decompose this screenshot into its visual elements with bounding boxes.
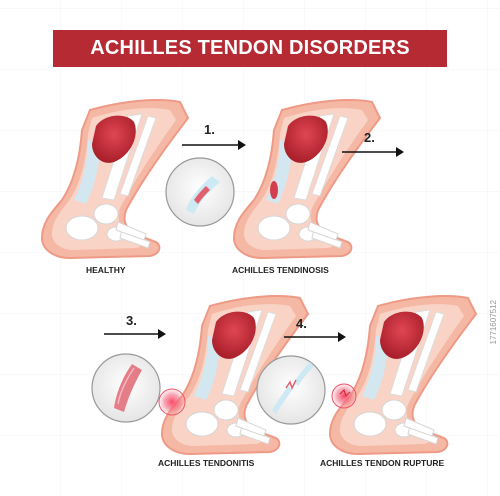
stock-image-id: 1771607512 (489, 300, 498, 345)
step-label-3: 3. (126, 313, 137, 328)
step-label-1: 1. (204, 122, 215, 137)
step-label-2: 2. (364, 130, 375, 145)
arrow-step-1 (182, 140, 246, 150)
zoom-circle-tendinosis (165, 157, 235, 227)
page-title: ACHILLES TENDON DISORDERS (90, 37, 410, 59)
step-label-4: 4. (296, 316, 307, 331)
caption-tendonitis: ACHILLES TENDONITIS (158, 458, 255, 468)
arrow-step-2 (342, 147, 404, 157)
arrow-step-3 (104, 329, 166, 339)
leg-tendonitis (158, 295, 309, 455)
leg-healthy (41, 99, 189, 259)
leg-tendinosis (233, 99, 381, 259)
caption-healthy: HEALTHY (86, 265, 126, 275)
caption-rupture: ACHILLES TENDON RUPTURE (320, 458, 445, 468)
title-banner: ACHILLES TENDON DISORDERS (53, 30, 447, 67)
arrow-step-4 (284, 332, 346, 342)
zoom-circle-tendonitis (91, 353, 161, 423)
zoom-circle-rupture (256, 355, 326, 425)
caption-tendinosis: ACHILLES TENDINOSIS (232, 265, 329, 275)
leg-rupture (329, 295, 477, 455)
